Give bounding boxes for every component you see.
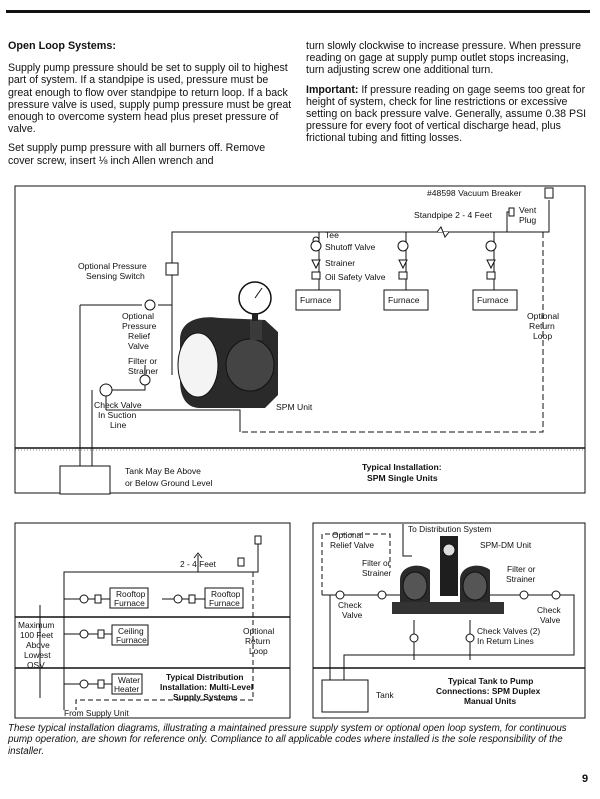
- label-relief-2: Relief Valve: [330, 540, 374, 550]
- fig2-title-1: Typical Distribution: [166, 672, 244, 682]
- label-check-valves-2: In Return Lines: [477, 636, 534, 646]
- paragraph-3: turn slowly clockwise to increase pressu…: [306, 40, 589, 77]
- return-label-3: Loop: [249, 646, 268, 656]
- vent-plug-icon: [509, 208, 514, 216]
- label-vacuum-breaker: #48598 Vacuum Breaker: [427, 188, 522, 198]
- top-rule: [6, 10, 590, 13]
- vacuum-breaker-icon: [545, 188, 553, 198]
- shutoff-valve-icon: [311, 241, 321, 251]
- fig2-title-3: Supply Systems: [173, 692, 238, 702]
- label-relief-1: Optional: [122, 311, 154, 321]
- figure-spm-single-units: #48598 Vacuum Breaker Standpipe 2 - 4 Fe…: [0, 180, 600, 500]
- check-valve-icon: [100, 384, 112, 396]
- ceiling-label-2: Furnace: [116, 635, 147, 645]
- rooftop-label-2b: Furnace: [209, 598, 240, 608]
- important-paragraph: Important: If pressure reading on gage s…: [306, 84, 589, 145]
- label-return-2: Return: [529, 321, 555, 331]
- fig1-title-2: SPM Single Units: [367, 473, 438, 483]
- supply-header-line: [172, 200, 549, 263]
- return-check-valve-2: [466, 634, 474, 642]
- label-filter-1: Filter or: [128, 356, 157, 366]
- label-tank-1: Tank May Be Above: [125, 466, 201, 476]
- spm-unit-pump: [178, 282, 278, 408]
- label-plug: Plug: [519, 215, 536, 225]
- paragraph-1: Supply pump pressure should be set to su…: [8, 62, 293, 135]
- figure-multi-level-supply: 2 - 4 Feet Rooftop Furnace Rooftop Furna…: [0, 520, 300, 720]
- fig3-title-3: Manual Units: [464, 696, 516, 706]
- label-tank: Tank: [376, 690, 395, 700]
- label-filter-2b: Strainer: [506, 574, 536, 584]
- filter-strainer-icon-2: [520, 591, 528, 599]
- furnace-label-1: Furnace: [300, 295, 332, 305]
- label-filter-1a: Filter or: [362, 558, 391, 568]
- label-return-1: Optional: [527, 311, 559, 321]
- fig2-title-2: Installation: Multi-Level: [160, 682, 253, 692]
- label-return-3: Loop: [533, 331, 552, 341]
- label-strainer: Strainer: [325, 258, 355, 268]
- max-label-5: OSV: [27, 660, 45, 670]
- fig1-title-1: Typical Installation:: [362, 462, 442, 472]
- return-check-valve-1: [410, 634, 418, 642]
- label-relief-1: Optional: [332, 530, 363, 540]
- figure-spm-duplex: To Distribution System Optional Relief V…: [300, 520, 600, 720]
- section-title: Open Loop Systems:: [8, 40, 293, 52]
- return-label-2: Return: [245, 636, 270, 646]
- water-label-2: Heater: [114, 684, 139, 694]
- label-pressure-switch-2: Sensing Switch: [86, 271, 145, 281]
- page-number: 9: [582, 773, 588, 785]
- label-oil-safety-valve: Oil Safety Valve: [325, 272, 386, 282]
- label-check-2: In Suction: [98, 410, 136, 420]
- label-check-2a: Check: [537, 605, 562, 615]
- paragraph-2: Set supply pump pressure with all burner…: [8, 142, 293, 166]
- fig3-title-2: Connections: SPM Duplex: [436, 686, 541, 696]
- fig3-title-1: Typical Tank to Pump: [448, 676, 533, 686]
- label-relief-3: Relief: [128, 331, 151, 341]
- label-check-3: Line: [110, 420, 126, 430]
- label-spm-dm: SPM-DM Unit: [480, 540, 532, 550]
- label-filter-2: Strainer: [128, 366, 158, 376]
- tank-box: [322, 680, 368, 712]
- filter-strainer-icon: [140, 375, 150, 385]
- oil-safety-valve-icon: [312, 272, 320, 279]
- label-pressure-switch-1: Optional Pressure: [78, 261, 147, 271]
- furnace-label-3: Furnace: [477, 295, 509, 305]
- label-filter-2a: Filter or: [507, 564, 536, 574]
- label-height: 2 - 4 Feet: [180, 559, 217, 569]
- right-column: turn slowly clockwise to increase pressu…: [306, 40, 589, 152]
- label-vent: Vent: [519, 205, 537, 215]
- label-check-valves-1: Check Valves (2): [477, 626, 540, 636]
- figure-caption: These typical installation diagrams, ill…: [8, 723, 588, 757]
- label-standpipe: Standpipe 2 - 4 Feet: [414, 210, 492, 220]
- label-shutoff-valve: Shutoff Valve: [325, 242, 376, 252]
- furnace-label-2: Furnace: [388, 295, 420, 305]
- label-spm-unit: SPM Unit: [276, 402, 313, 412]
- label-relief-4: Valve: [128, 341, 149, 351]
- pressure-switch-icon: [166, 263, 178, 275]
- relief-valve-icon: [145, 300, 155, 310]
- label-tank-2: or Below Ground Level: [125, 478, 213, 488]
- label-filter-1b: Strainer: [362, 568, 392, 578]
- filter-strainer-icon-1: [378, 591, 386, 599]
- left-column: Open Loop Systems: Supply pump pressure …: [8, 40, 293, 174]
- important-label: Important:: [306, 84, 358, 96]
- label-check-1b: Valve: [342, 610, 363, 620]
- max-label-3: Above: [26, 640, 50, 650]
- label-check-1a: Check: [338, 600, 363, 610]
- max-label-4: Lowest: [24, 650, 51, 660]
- check-valve-icon-1: [336, 591, 344, 599]
- label-check-1: Check Valve: [94, 400, 142, 410]
- return-label-1: Optional: [243, 626, 274, 636]
- max-label-2: 100 Feet: [20, 630, 54, 640]
- label-tee: Tee: [325, 230, 339, 240]
- label-relief-2: Pressure: [122, 321, 157, 331]
- max-label-1: Maximum: [18, 620, 54, 630]
- label-check-2b: Valve: [540, 615, 561, 625]
- label-to-distribution: To Distribution System: [408, 524, 491, 534]
- label-from-supply: From Supply Unit: [64, 708, 129, 718]
- tank-box: [60, 466, 110, 494]
- check-valve-icon-2: [552, 591, 560, 599]
- rooftop-label-1b: Furnace: [114, 598, 145, 608]
